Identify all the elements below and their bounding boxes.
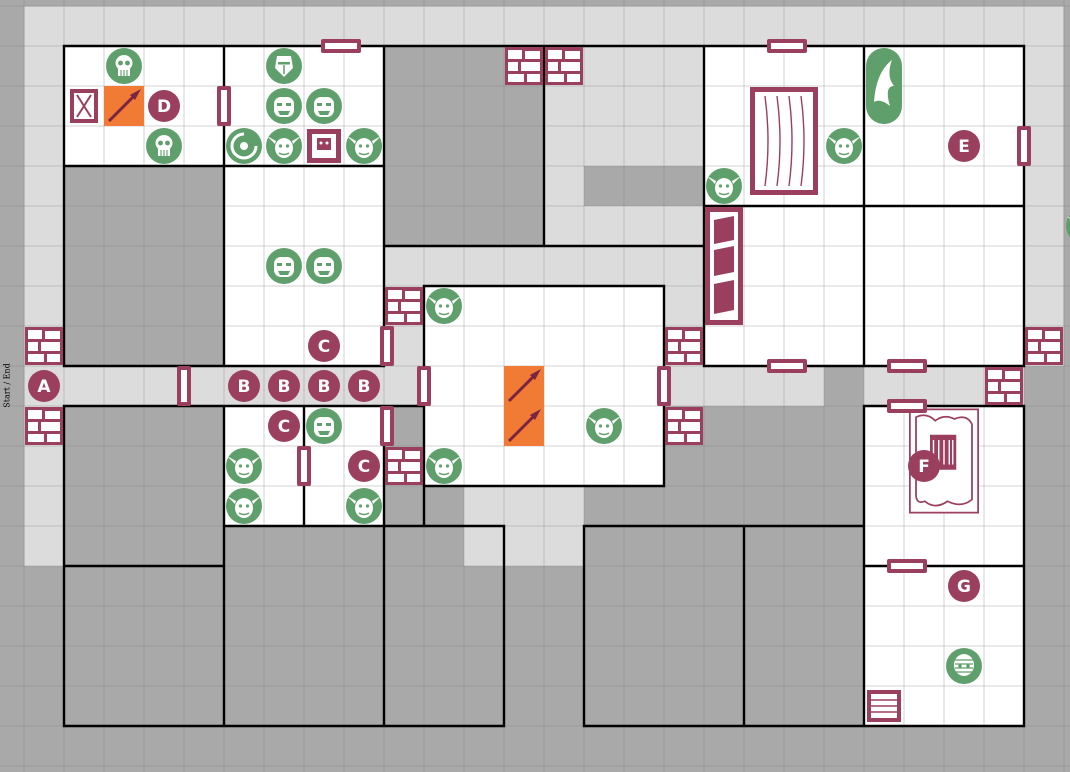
mummy-icon <box>945 647 983 685</box>
door <box>887 399 927 413</box>
door <box>887 559 927 573</box>
marker-c: C <box>268 410 300 442</box>
spear-trap-icon <box>104 86 144 126</box>
rubble-icon <box>665 327 703 365</box>
marker-b: B <box>308 370 340 402</box>
marker-label: B <box>278 377 291 397</box>
skeleton-icon <box>145 127 183 165</box>
marker-label: B <box>238 377 251 397</box>
board-border <box>23 5 1065 767</box>
marker-label: D <box>157 97 171 117</box>
marker-g: G <box>948 570 980 602</box>
orc-icon <box>266 248 302 284</box>
marker-f: F <box>908 450 940 482</box>
door <box>380 326 394 366</box>
goblin-icon <box>345 127 383 165</box>
gargoyle-icon <box>866 48 902 124</box>
table-icon <box>749 86 819 196</box>
door <box>217 86 231 126</box>
goblin-icon <box>265 127 303 165</box>
goblin-icon <box>705 167 743 205</box>
door <box>297 446 311 486</box>
blocked-area <box>0 726 1070 772</box>
marker-c: C <box>308 330 340 362</box>
marker-d: D <box>148 90 180 122</box>
rubble-icon <box>1025 327 1063 365</box>
door <box>321 39 361 53</box>
orc-icon <box>306 248 342 284</box>
door <box>380 406 394 446</box>
orc-icon <box>306 88 342 124</box>
marker-label: G <box>957 577 971 597</box>
rubble-icon <box>385 287 423 325</box>
door <box>417 366 431 406</box>
goblin-icon <box>225 447 263 485</box>
marker-label: C <box>278 417 290 437</box>
rubble-icon <box>985 367 1023 405</box>
spear-trap-icon <box>504 406 544 446</box>
door <box>657 366 671 406</box>
marker-label: B <box>358 377 371 397</box>
rubble-icon <box>545 47 583 85</box>
marker-label: C <box>358 457 370 477</box>
goblin-icon <box>825 127 863 165</box>
orc-icon <box>306 408 342 444</box>
door <box>767 39 807 53</box>
orc-icon <box>266 88 302 124</box>
weapon-rack-icon <box>69 88 99 124</box>
spear-trap-icon <box>504 366 544 406</box>
bookcase-icon <box>705 207 743 325</box>
chest-icon <box>866 689 902 723</box>
chaos-icon <box>265 47 303 85</box>
door <box>1017 126 1031 166</box>
marker-b: B <box>348 370 380 402</box>
door <box>887 359 927 373</box>
skeleton-icon <box>105 47 143 85</box>
goblin-icon <box>425 287 463 325</box>
throne-icon <box>307 129 341 163</box>
marker-label: C <box>318 337 330 357</box>
rubble-icon <box>25 407 63 445</box>
blocked-area <box>824 366 864 566</box>
start-end-text: Start / End <box>2 362 12 408</box>
door <box>767 359 807 373</box>
rubble-icon <box>665 407 703 445</box>
marker-b: B <box>228 370 260 402</box>
door <box>177 366 191 406</box>
fimir-icon <box>224 126 264 166</box>
goblin-icon <box>345 487 383 525</box>
marker-e: E <box>948 130 980 162</box>
goblin-icon <box>425 447 463 485</box>
marker-label: E <box>958 137 970 157</box>
marker-b: B <box>268 370 300 402</box>
marker-label: B <box>318 377 331 397</box>
marker-label: F <box>918 457 930 477</box>
marker-label: A <box>37 377 51 397</box>
blocked-area <box>584 166 704 206</box>
marker-a: A <box>28 370 60 402</box>
rubble-icon <box>385 447 423 485</box>
blocked-area <box>0 0 24 772</box>
rubble-icon <box>505 47 543 85</box>
rubble-icon <box>25 327 63 365</box>
marker-c: C <box>348 450 380 482</box>
goblin-icon <box>225 487 263 525</box>
start-end-label: Start / End <box>1 361 13 409</box>
goblin-icon <box>585 407 623 445</box>
